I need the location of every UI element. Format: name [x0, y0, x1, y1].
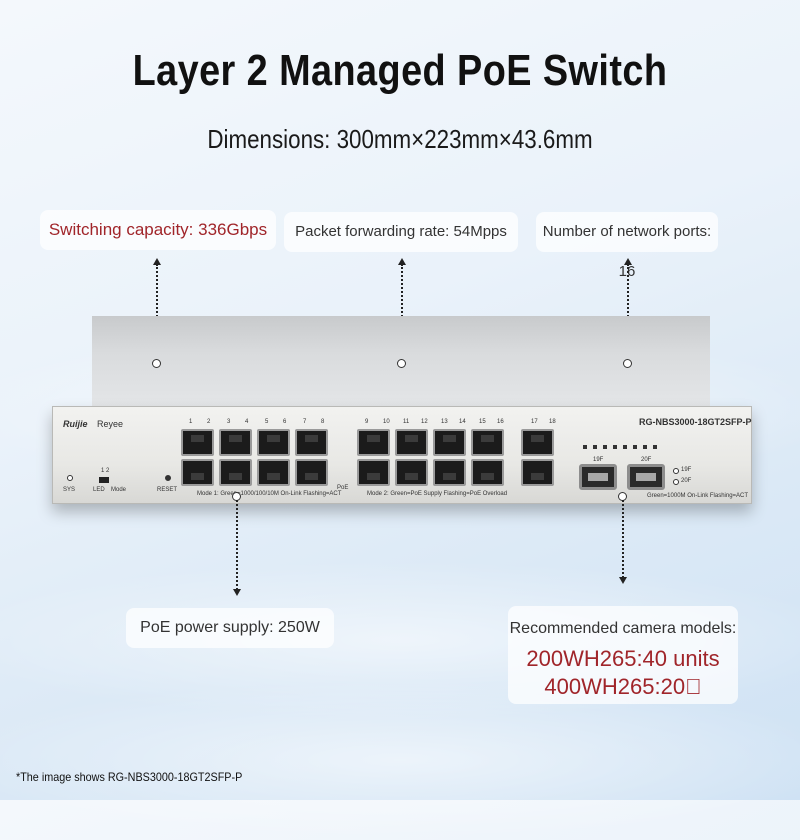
rj45-port[interactable]: [357, 429, 390, 456]
poe-label: PoE: [337, 485, 349, 491]
mode-button[interactable]: [99, 477, 109, 483]
port-label: 9: [365, 419, 369, 425]
sfp-led-icon: [673, 468, 679, 474]
port-label: 3: [227, 419, 231, 425]
status-led-icon: [633, 445, 637, 449]
port-label: 17: [531, 419, 538, 425]
port-label: 4: [245, 419, 249, 425]
brand-ruijie-logo: Ruijie: [63, 419, 88, 429]
rj45-port[interactable]: [257, 459, 290, 486]
brand-reyee-logo: Reyee: [97, 419, 124, 429]
packet-forwarding-callout: Packet forwarding rate: 54Mpps: [284, 212, 518, 252]
sys-label: SYS: [63, 487, 76, 493]
connector-dot: [623, 359, 632, 368]
status-led-icon: [593, 445, 597, 449]
arrow-down-icon: [233, 589, 241, 596]
rj45-port[interactable]: [257, 429, 290, 456]
arrow-up-icon: [153, 258, 161, 265]
switch-front-panel: Ruijie Reyee RG-NBS3000-18GT2SFP-P SYS 1…: [52, 406, 752, 504]
network-ports-callout: Number of network ports: 16: [536, 212, 718, 280]
status-led-icon: [643, 445, 647, 449]
status-led-icon: [613, 445, 617, 449]
port-label: 13: [441, 419, 448, 425]
connector-line: [622, 500, 624, 578]
connector-line: [236, 500, 238, 590]
port-label: 16: [497, 419, 504, 425]
status-led-icon: [583, 445, 587, 449]
status-led-icon: [623, 445, 627, 449]
port-label: 11: [403, 419, 410, 425]
model-label: RG-NBS3000-18GT2SFP-P: [639, 417, 752, 427]
rj45-port[interactable]: [471, 459, 504, 486]
rj45-port[interactable]: [471, 429, 504, 456]
port-label: 15: [479, 419, 486, 425]
rj45-port[interactable]: [433, 459, 466, 486]
arrow-up-icon: [624, 258, 632, 265]
mode-numbers: 1 2: [101, 468, 110, 474]
switching-capacity-callout: Switching capacity: 336Gbps: [40, 210, 276, 250]
rj45-port[interactable]: [219, 459, 252, 486]
connector-line: [156, 264, 158, 360]
rj45-port[interactable]: [395, 459, 428, 486]
rj45-port[interactable]: [219, 429, 252, 456]
camera-line-200w: 200WH265:40 units: [526, 646, 720, 671]
port-label: 10: [383, 419, 390, 425]
camera-line-400w: 400WH265:20 : [544, 674, 702, 699]
sfp-led-icon: [673, 479, 679, 485]
arrow-up-icon: [398, 258, 406, 265]
sys-led-icon: [67, 475, 73, 481]
rj45-port[interactable]: [295, 459, 328, 486]
led-19f-label: 19F: [681, 467, 692, 473]
connector-dot: [397, 359, 406, 368]
page-title: Layer 2 Managed PoE Switch: [132, 46, 668, 95]
port-label: 8: [321, 419, 325, 425]
port-label: 2: [207, 419, 211, 425]
mode-label: Mode: [111, 487, 127, 493]
led-20f-label: 20F: [681, 478, 692, 484]
mode1-legend: Mode 1: Green=1000/100/10M On-Link Flash…: [197, 491, 342, 497]
rj45-port[interactable]: [357, 459, 390, 486]
footnote: *The image shows RG-NBS3000-18GT2SFP-P: [16, 770, 243, 784]
rj45-port[interactable]: [521, 429, 554, 456]
connector-line: [401, 264, 403, 360]
rj45-port[interactable]: [521, 459, 554, 486]
led-label: LED: [93, 487, 105, 493]
port-label: 6: [283, 419, 287, 425]
port-label: 18: [549, 419, 556, 425]
mode2-legend: Mode 2: Green=PoE Supply Flashing=PoE Ov…: [367, 491, 508, 497]
rj45-port[interactable]: [181, 429, 214, 456]
port-label: 1: [189, 419, 193, 425]
dimensions-text: Dimensions: 300mm×223mm×43.6mm: [207, 124, 593, 154]
camera-heading: Recommended camera models:: [509, 620, 737, 637]
port-label: 7: [303, 419, 307, 425]
arrow-down-icon: [619, 577, 627, 584]
port-label: 12: [421, 419, 428, 425]
port-label: 5: [265, 419, 269, 425]
port-label: 14: [459, 419, 466, 425]
switching-capacity-text: Switching capacity: 336Gbps: [48, 220, 268, 239]
sfp-label: 20F: [641, 457, 652, 463]
reset-button[interactable]: [165, 475, 171, 481]
rj45-port[interactable]: [433, 429, 466, 456]
sfp-legend: Green=1000M On-Link Flashing=ACT: [647, 493, 749, 499]
connector-dot: [152, 359, 161, 368]
sfp-port[interactable]: [579, 464, 617, 490]
rj45-port[interactable]: [395, 429, 428, 456]
camera-models-callout: Recommended camera models: 200WH265:40 u…: [508, 606, 738, 704]
poe-power-text: PoE power supply: 250W: [140, 619, 320, 636]
sfp-port[interactable]: [627, 464, 665, 490]
status-led-icon: [603, 445, 607, 449]
rj45-port[interactable]: [295, 429, 328, 456]
connector-line: [627, 264, 629, 360]
packet-forwarding-text: Packet forwarding rate: 54Mpps: [295, 223, 507, 240]
sfp-label: 19F: [593, 457, 604, 463]
reset-label: RESET: [157, 487, 178, 493]
poe-power-callout: PoE power supply: 250W: [126, 608, 334, 648]
status-led-icon: [653, 445, 657, 449]
rj45-port[interactable]: [181, 459, 214, 486]
